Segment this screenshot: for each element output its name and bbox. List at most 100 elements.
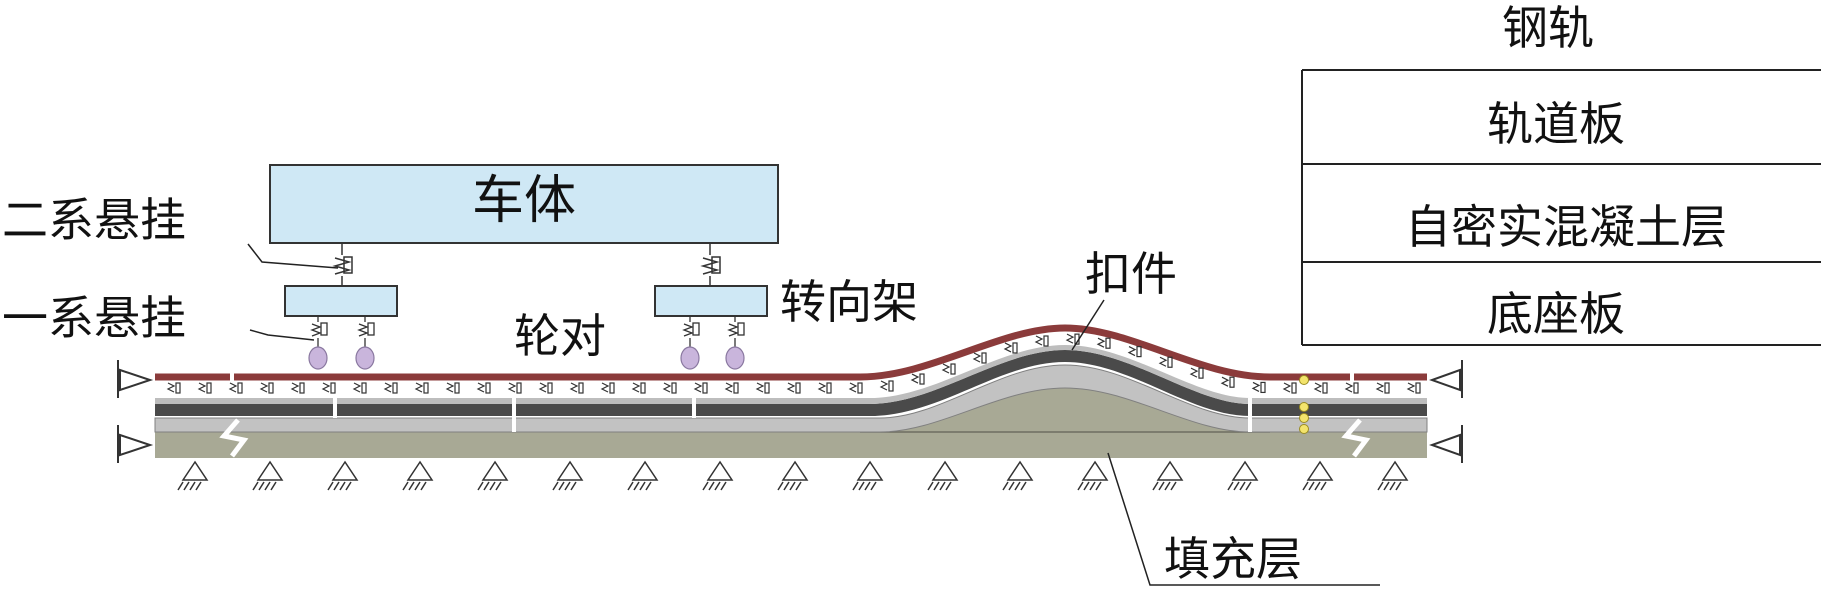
- fastener: [1034, 335, 1049, 347]
- bogie-right: [654, 285, 768, 317]
- fastener-label: 扣件: [1085, 247, 1177, 301]
- fastener: [1313, 382, 1328, 394]
- break-mark-left: [219, 418, 249, 458]
- ground-support: [852, 460, 884, 491]
- filling-layer-leader: [1107, 452, 1380, 586]
- primary-suspension-leader: [249, 329, 315, 341]
- wheelset: [725, 316, 745, 370]
- fastener: [321, 382, 336, 394]
- ground-support: [327, 460, 359, 491]
- slab-joints: [333, 398, 1252, 432]
- fastener: [724, 382, 739, 394]
- rail: [155, 324, 1427, 381]
- ground-support: [927, 460, 959, 491]
- fastener: [910, 373, 925, 385]
- primary-suspension: [727, 316, 745, 348]
- connection-dots: [1299, 375, 1309, 434]
- ground-support: [252, 460, 284, 491]
- secondary-suspension-leader: [247, 243, 339, 269]
- wheelset: [355, 316, 375, 370]
- fastener: [600, 382, 615, 394]
- wheel: [680, 346, 700, 370]
- fastener: [414, 382, 429, 394]
- end-supports: [117, 360, 1463, 463]
- fastener: [197, 382, 212, 394]
- fastener: [228, 382, 243, 394]
- callouts: 二系悬挂 一系悬挂 轮对 转向架 扣件 填充层: [2, 193, 1380, 586]
- fastener: [1344, 382, 1359, 394]
- fastener: [879, 380, 894, 392]
- fastener: [259, 382, 274, 394]
- fastener: [1406, 382, 1421, 394]
- fastener-leader: [1071, 299, 1105, 351]
- fastener: [1158, 356, 1173, 368]
- wheelset-group: [308, 316, 745, 370]
- base-plate-layer: [155, 432, 1427, 458]
- car-body-label: 车体: [472, 171, 576, 231]
- fastener: [662, 382, 677, 394]
- fastener: [1127, 345, 1142, 358]
- layer-legend: 钢轨 轨道板 自密实混凝土层 底座板: [1301, 1, 1821, 346]
- secondary-suspension-left: [332, 243, 353, 286]
- secondary-suspension-label: 二系悬挂: [2, 193, 186, 247]
- scc-layer: [154, 364, 1428, 433]
- fastener: [1220, 376, 1235, 388]
- fastener: [290, 382, 305, 394]
- wheelset-label: 轮对: [514, 309, 606, 363]
- fastener: [352, 382, 367, 394]
- filling-layer-label: 填充层: [1164, 532, 1302, 586]
- fastener: [1375, 382, 1390, 394]
- fastener: [693, 382, 708, 394]
- ground-support: [1377, 460, 1409, 491]
- primary-suspension-label: 一系悬挂: [2, 291, 186, 345]
- fastener: [1096, 337, 1111, 349]
- primary-suspension: [357, 316, 375, 348]
- legend-scc-layer-label: 自密实混凝土层: [1405, 200, 1727, 254]
- track-slab-top: [155, 345, 1427, 404]
- fastener: [1189, 367, 1204, 379]
- ground-support: [402, 460, 434, 491]
- track-structure: [117, 324, 1463, 491]
- ground-support: [552, 460, 584, 491]
- secondary-suspension-right: [700, 243, 721, 286]
- ground-support: [702, 460, 734, 491]
- ground-support: [627, 460, 659, 491]
- wheel: [355, 346, 375, 370]
- legend-rail-label: 钢轨: [1502, 1, 1594, 55]
- vehicle: 车体: [269, 164, 779, 370]
- primary-suspension: [310, 316, 328, 348]
- ground-support: [1302, 460, 1334, 491]
- fastener: [1282, 382, 1297, 394]
- fastener: [1251, 381, 1266, 394]
- bogie-label: 转向架: [780, 275, 918, 329]
- track-slab-layer: [155, 350, 1427, 416]
- fastener: [507, 382, 522, 394]
- ground-support: [177, 460, 209, 491]
- fastener: [631, 382, 646, 394]
- fastener: [476, 382, 491, 394]
- fastener: [848, 382, 863, 394]
- ground-support-row: [177, 460, 1409, 491]
- ground-support: [1152, 460, 1184, 491]
- fastener: [941, 363, 956, 375]
- fastener: [755, 382, 770, 394]
- wheel: [725, 346, 745, 370]
- fastener: [166, 382, 181, 394]
- legend-base-plate-label: 底座板: [1487, 287, 1625, 341]
- bogie-left: [284, 285, 398, 317]
- fastener: [383, 382, 398, 394]
- fastener: [1003, 342, 1018, 354]
- ground-support: [777, 460, 809, 491]
- fastener: [817, 382, 832, 394]
- wheel: [308, 346, 328, 370]
- fastener: [786, 382, 801, 394]
- fastener: [445, 382, 460, 394]
- fastener: [538, 382, 553, 394]
- ground-support: [1077, 460, 1109, 491]
- fastener: [569, 382, 584, 394]
- ground-support: [1227, 460, 1259, 491]
- legend-track-slab-label: 轨道板: [1487, 97, 1625, 151]
- primary-suspension: [682, 316, 700, 348]
